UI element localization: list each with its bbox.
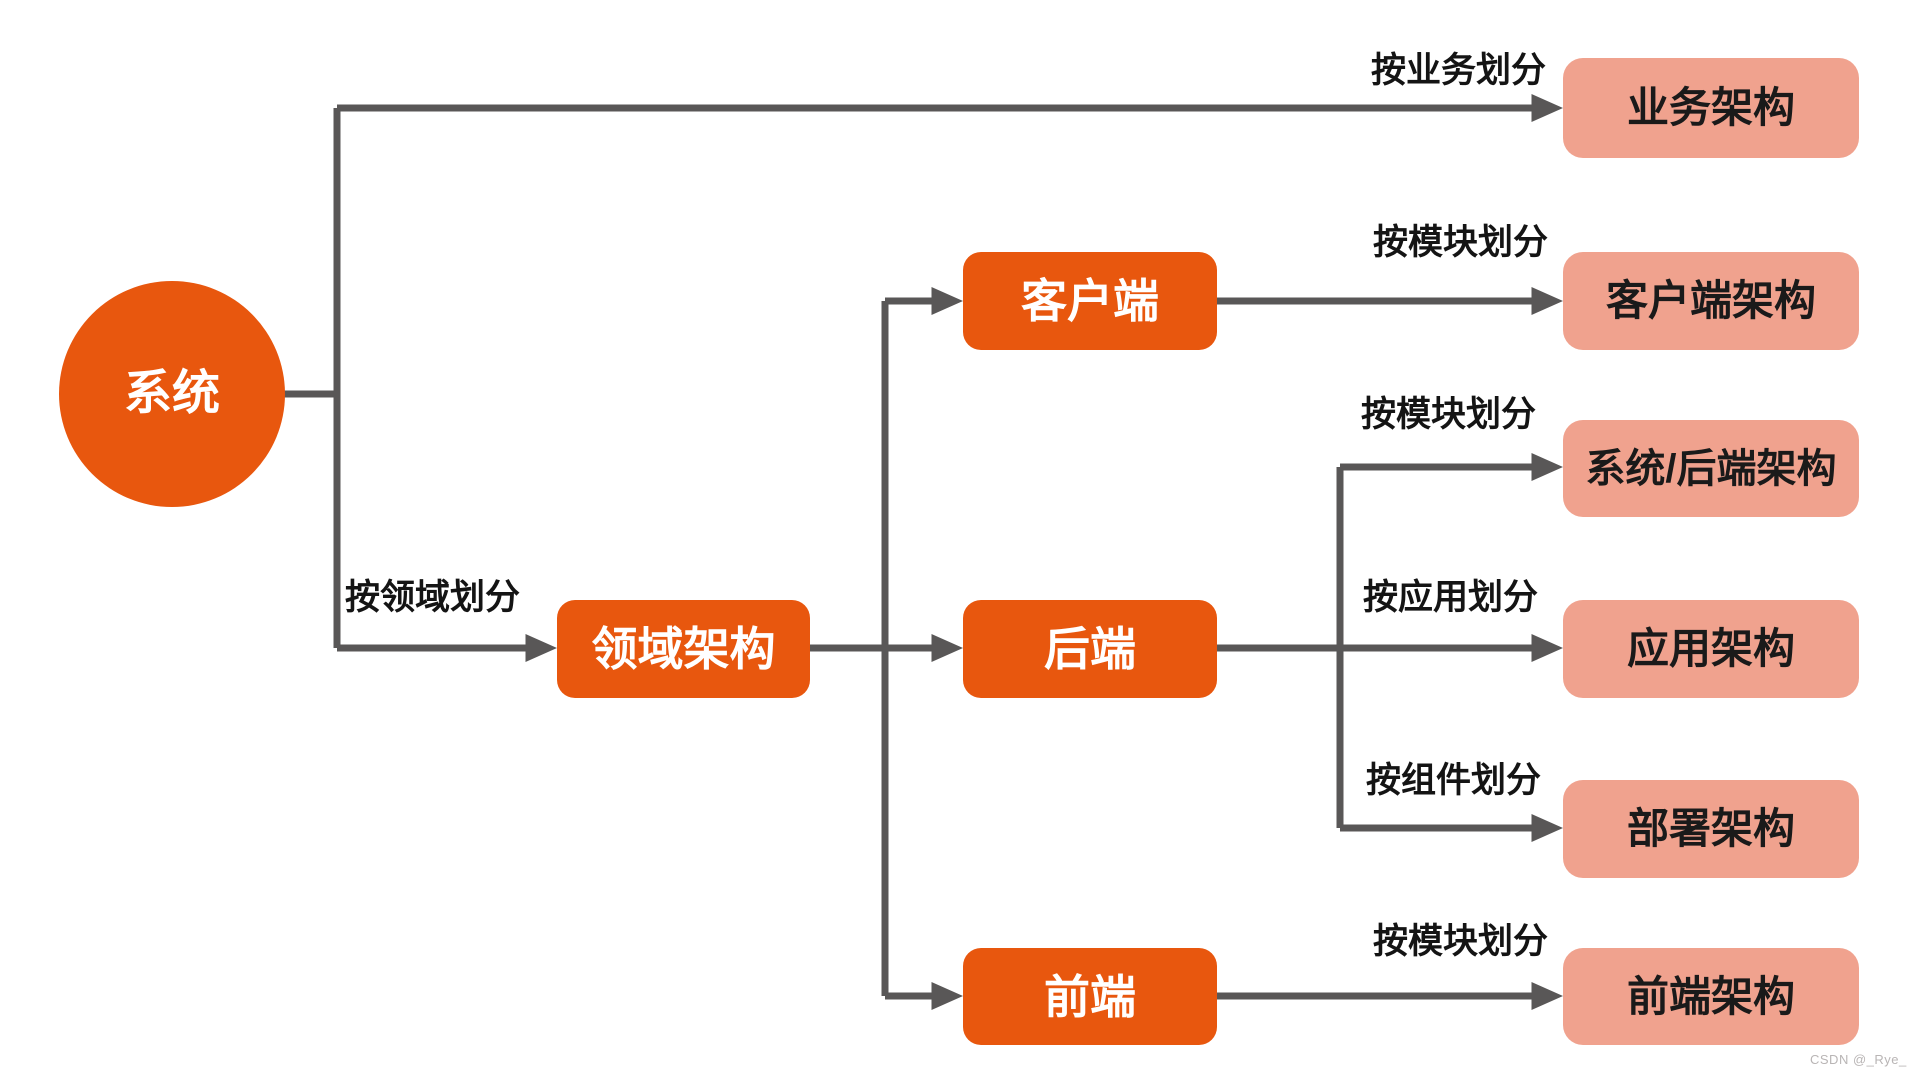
edge-label-by-domain: 按领域划分 bbox=[345, 578, 521, 617]
node-client: 客户端 bbox=[963, 252, 1217, 350]
edge-label-by-module-backend: 按模块划分 bbox=[1361, 395, 1537, 434]
edge-label-by-module-client: 按模块划分 bbox=[1373, 223, 1549, 262]
edge-label-by-business: 按业务划分 bbox=[1371, 51, 1547, 90]
edge-label-by-component: 按组件划分 bbox=[1366, 761, 1542, 800]
edge-label-by-app: 按应用划分 bbox=[1363, 578, 1539, 617]
node-backend: 后端 bbox=[963, 600, 1217, 698]
node-system-backend-arch: 系统/后端架构 bbox=[1563, 420, 1859, 517]
watermark: CSDN @_Rye_ bbox=[1810, 1052, 1907, 1067]
node-deploy-arch: 部署架构 bbox=[1563, 780, 1859, 878]
node-business-arch: 业务架构 bbox=[1563, 58, 1859, 158]
node-frontend-arch: 前端架构 bbox=[1563, 948, 1859, 1045]
edge-label-by-module-frontend: 按模块划分 bbox=[1373, 922, 1549, 961]
node-app-arch: 应用架构 bbox=[1563, 600, 1859, 698]
node-domain-arch: 领域架构 bbox=[557, 600, 810, 698]
node-client-arch: 客户端架构 bbox=[1563, 252, 1859, 350]
node-system: 系统 bbox=[59, 281, 285, 507]
node-frontend: 前端 bbox=[963, 948, 1217, 1045]
